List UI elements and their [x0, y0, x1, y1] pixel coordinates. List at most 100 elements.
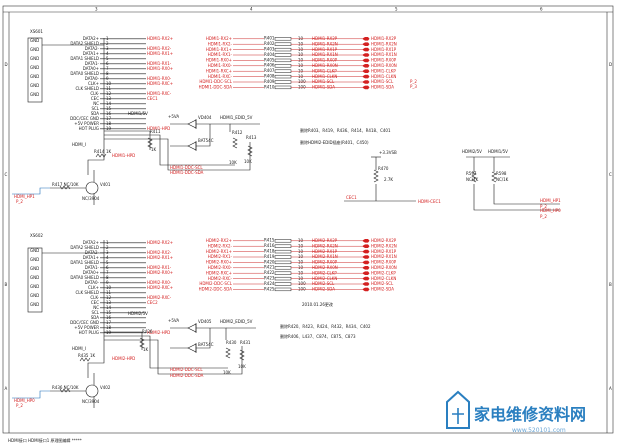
hdmi2-q-val: NC/3904	[82, 399, 100, 404]
hdmi1-pin-net: HDMI1-RX2+	[147, 36, 173, 41]
hdmi1-pin-num: 2	[106, 41, 109, 46]
hdmi1-pin-label: SDA	[91, 111, 100, 116]
hdmi2-array-ref: R422	[264, 270, 275, 275]
hdmi2-array-port	[362, 276, 370, 281]
hdmi1-array-in: HDMI1-RX2+	[206, 36, 232, 41]
hdmi1-r-a	[147, 137, 153, 149]
hdmi1-pin-net: HDMI1-RX0+	[147, 66, 173, 71]
hdmi2-diode-bot	[187, 343, 197, 353]
hdmi1-pin-num: 15	[106, 106, 112, 111]
hdmi2-array-val: 10	[298, 265, 304, 270]
hdmi1-array-ref: R407	[264, 68, 275, 73]
hdmi1-page-ref2: P_3	[410, 84, 417, 89]
hdmi2-array-port	[362, 287, 370, 292]
hdmi2-array-port	[362, 249, 370, 254]
hdmi2-array-dest: HDMI2-CLKN	[371, 276, 396, 281]
hdmi1-array-ref: R409	[264, 79, 275, 84]
hdmi1-array-dest: HDMI1-CLKP	[371, 68, 396, 73]
hdmi2-pin-net: HDMI2-RX1-	[147, 265, 172, 270]
hdmi1-ddc-sda: HDMI1-DDC-SDA	[170, 170, 204, 175]
hdmi2-pin-label: +5V POWER	[74, 325, 99, 330]
frame-row-right-A: A	[609, 386, 612, 391]
hdmi2-gnd-label: GND	[30, 257, 39, 262]
hdmi1-q-r-ref: R417 NC/10K	[52, 182, 79, 187]
hdmi2-pin-num: 11	[106, 290, 112, 295]
hdmi1-diode-top	[187, 119, 197, 129]
hdmi2-diode-val: BAT54C	[198, 342, 214, 347]
hp-out2-page: P_2	[540, 214, 547, 219]
hdmi1-gnd-label: GND	[30, 47, 39, 52]
hdmi2-pin-net: HDMI2-RXC-	[147, 295, 172, 300]
hdmi1-array-port	[362, 37, 370, 41]
hdmi1-hpd-wire	[87, 142, 105, 175]
frame-row-right-B: B	[609, 282, 612, 287]
hdmi2-hp-wire	[12, 390, 50, 399]
hdmi1-array-dest: HDMI1-RX0P	[371, 58, 397, 63]
hdmi1-pin-net: HDMI1-RX0-	[147, 76, 172, 81]
hdmi1-pin-label: DATA2+	[83, 36, 99, 41]
hdmi1-array-val: 100	[298, 79, 306, 84]
cec-pullup: +3.3VSB R470 2.7K CEC1 HDMI-CEC1	[344, 150, 441, 204]
hp-net-b: HDMI1/5V	[488, 149, 508, 154]
hdmi1-diode-bot	[187, 141, 197, 151]
hdmi1-array-dest: HDMI1-RX2N	[371, 41, 397, 46]
hdmi1-array-port	[362, 53, 370, 57]
hdmi1-array-out: HDMI1-RX1N	[312, 52, 338, 57]
hdmi2-array-val: 100	[298, 281, 306, 286]
hdmi2-array-ref: R423	[264, 276, 275, 281]
hdmi2-pin-label: DATA2-	[85, 250, 100, 255]
note-3: 删除R420、R423、R424、R432、R434、C402	[280, 323, 371, 329]
hdmi1-pin-net: HDMI1-RX1+	[147, 51, 173, 56]
hdmi1-array-out: HDMI1-CLKP	[312, 68, 337, 73]
hdmi1-pin-label: DATA2 SHIELD	[70, 41, 99, 46]
hdmi1-pin-num: 10	[106, 81, 112, 86]
hdmi2-array-ref: R416	[264, 243, 275, 248]
note-1: 删除R403、R419、R436、R414、R418、C401	[300, 127, 391, 133]
hdmi1-pin-label: HOT PLUG	[79, 126, 99, 131]
hdmi1-pin-num: 1	[106, 36, 109, 41]
hdmi2-ddc-scl: HDMI2-DDC-SCL	[170, 367, 203, 372]
hdmi2-array-dest: HDMI2-RX2N	[371, 243, 397, 248]
hdmi2-q-resistor	[59, 388, 71, 393]
cec-wire	[344, 184, 416, 202]
hdmi2-pin-num: 6	[106, 265, 109, 270]
hp-r1	[471, 171, 477, 183]
hdmi2-array-resistor	[274, 271, 292, 275]
hdmi1-array-in: HDMI1-DDC-SDA	[199, 85, 233, 90]
hp-r1-ref: R597	[466, 171, 477, 176]
hdmi2-ddc-wires	[104, 331, 243, 375]
frame-row-left-D: D	[5, 62, 8, 67]
hdmi2-array-val: 10	[298, 254, 304, 259]
hdmi2-pin-net: HDMI2-RX2-	[147, 250, 172, 255]
hdmi2-array-dest: HDMI2-RX0N	[371, 265, 397, 270]
hdmi1-array-val: 10	[298, 52, 304, 57]
hdmi2-array-out: HDMI2-SCL	[312, 281, 335, 286]
hdmi1-array-resistor	[274, 47, 292, 52]
hdmi2-r-b	[225, 347, 231, 359]
hdmi1-array-val: 10	[298, 74, 304, 79]
hdmi1-array-out: HDMI1-RX0P	[312, 58, 338, 63]
hp-r1-val: NC/1K	[466, 177, 479, 182]
hdmi1-pin-num: 7	[106, 66, 109, 71]
hdmi2-array-out: HDMI2-RX2P	[312, 238, 338, 243]
hdmi2-q-wires	[50, 373, 95, 408]
hdmi1-array-dest: HDMI1-RX2P	[371, 36, 397, 41]
hdmi2-array-resistor	[274, 249, 292, 254]
hdmi1-edid5v: HDMI1_EDID_5V	[220, 115, 253, 120]
hdmi2-pin-label: DDC/CEC GND	[70, 320, 99, 325]
hdmi2-array-resistor	[274, 239, 292, 243]
hdmi1-array-out: HDMI1-RX1P	[312, 47, 338, 52]
hdmi2-r-hpd-val: 1K	[90, 353, 96, 358]
hdmi1-array-in: HDMI1-RXC+	[206, 68, 232, 73]
hdmi2-array-resistor	[274, 255, 292, 259]
hdmi2-gnd-label: GND	[30, 293, 39, 298]
hdmi1-array-dest: HDMI1-RX1N	[371, 52, 397, 57]
hdmi2-edid5v: HDMI2_EDID_5V	[220, 319, 253, 324]
hdmi1-array-val: 100	[298, 85, 306, 90]
hdmi1-r-b-val: 10K	[229, 160, 237, 165]
hdmi1-gnd-label: GND	[30, 38, 39, 43]
hdmi1-array-port	[362, 85, 370, 90]
